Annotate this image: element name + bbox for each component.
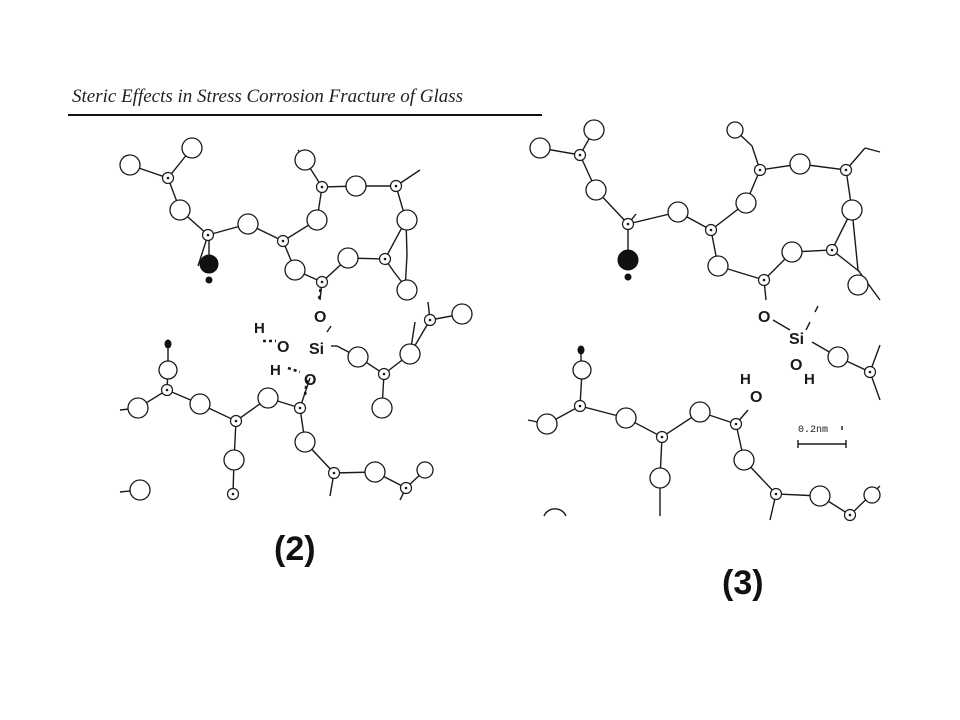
label-o-left: O [277, 339, 289, 356]
panel-2-network: O H O Si H O [119, 137, 473, 501]
label-o-free: O [750, 389, 762, 406]
label-o-top: O [314, 309, 326, 326]
panel-3-caption: (3) [722, 564, 764, 602]
label-o-bottom: O [790, 357, 802, 374]
label-h-lower: H [270, 362, 281, 379]
marked-atom [617, 249, 639, 271]
label-si: Si [789, 331, 804, 348]
scale-bar: 0.2nm [797, 425, 847, 448]
label-si: Si [309, 341, 324, 358]
si-atoms-panel-2 [160, 171, 437, 501]
label-o-top: O [758, 309, 770, 326]
scale-bar-label: 0.2nm [798, 425, 828, 436]
title-underline [68, 114, 542, 116]
panel-3-network: O Si O H H O 0.2nm [527, 119, 881, 522]
label-h-bottom: H [804, 371, 815, 388]
label-h-free: H [740, 371, 751, 388]
page-title: Steric Effects in Stress Corrosion Fract… [72, 86, 464, 107]
si-atoms-panel-3 [573, 148, 877, 522]
label-o-bottom: O [304, 372, 316, 389]
label-h-upper: H [254, 320, 265, 337]
marked-atom [199, 254, 219, 274]
panel-2-caption: (2) [274, 530, 316, 568]
